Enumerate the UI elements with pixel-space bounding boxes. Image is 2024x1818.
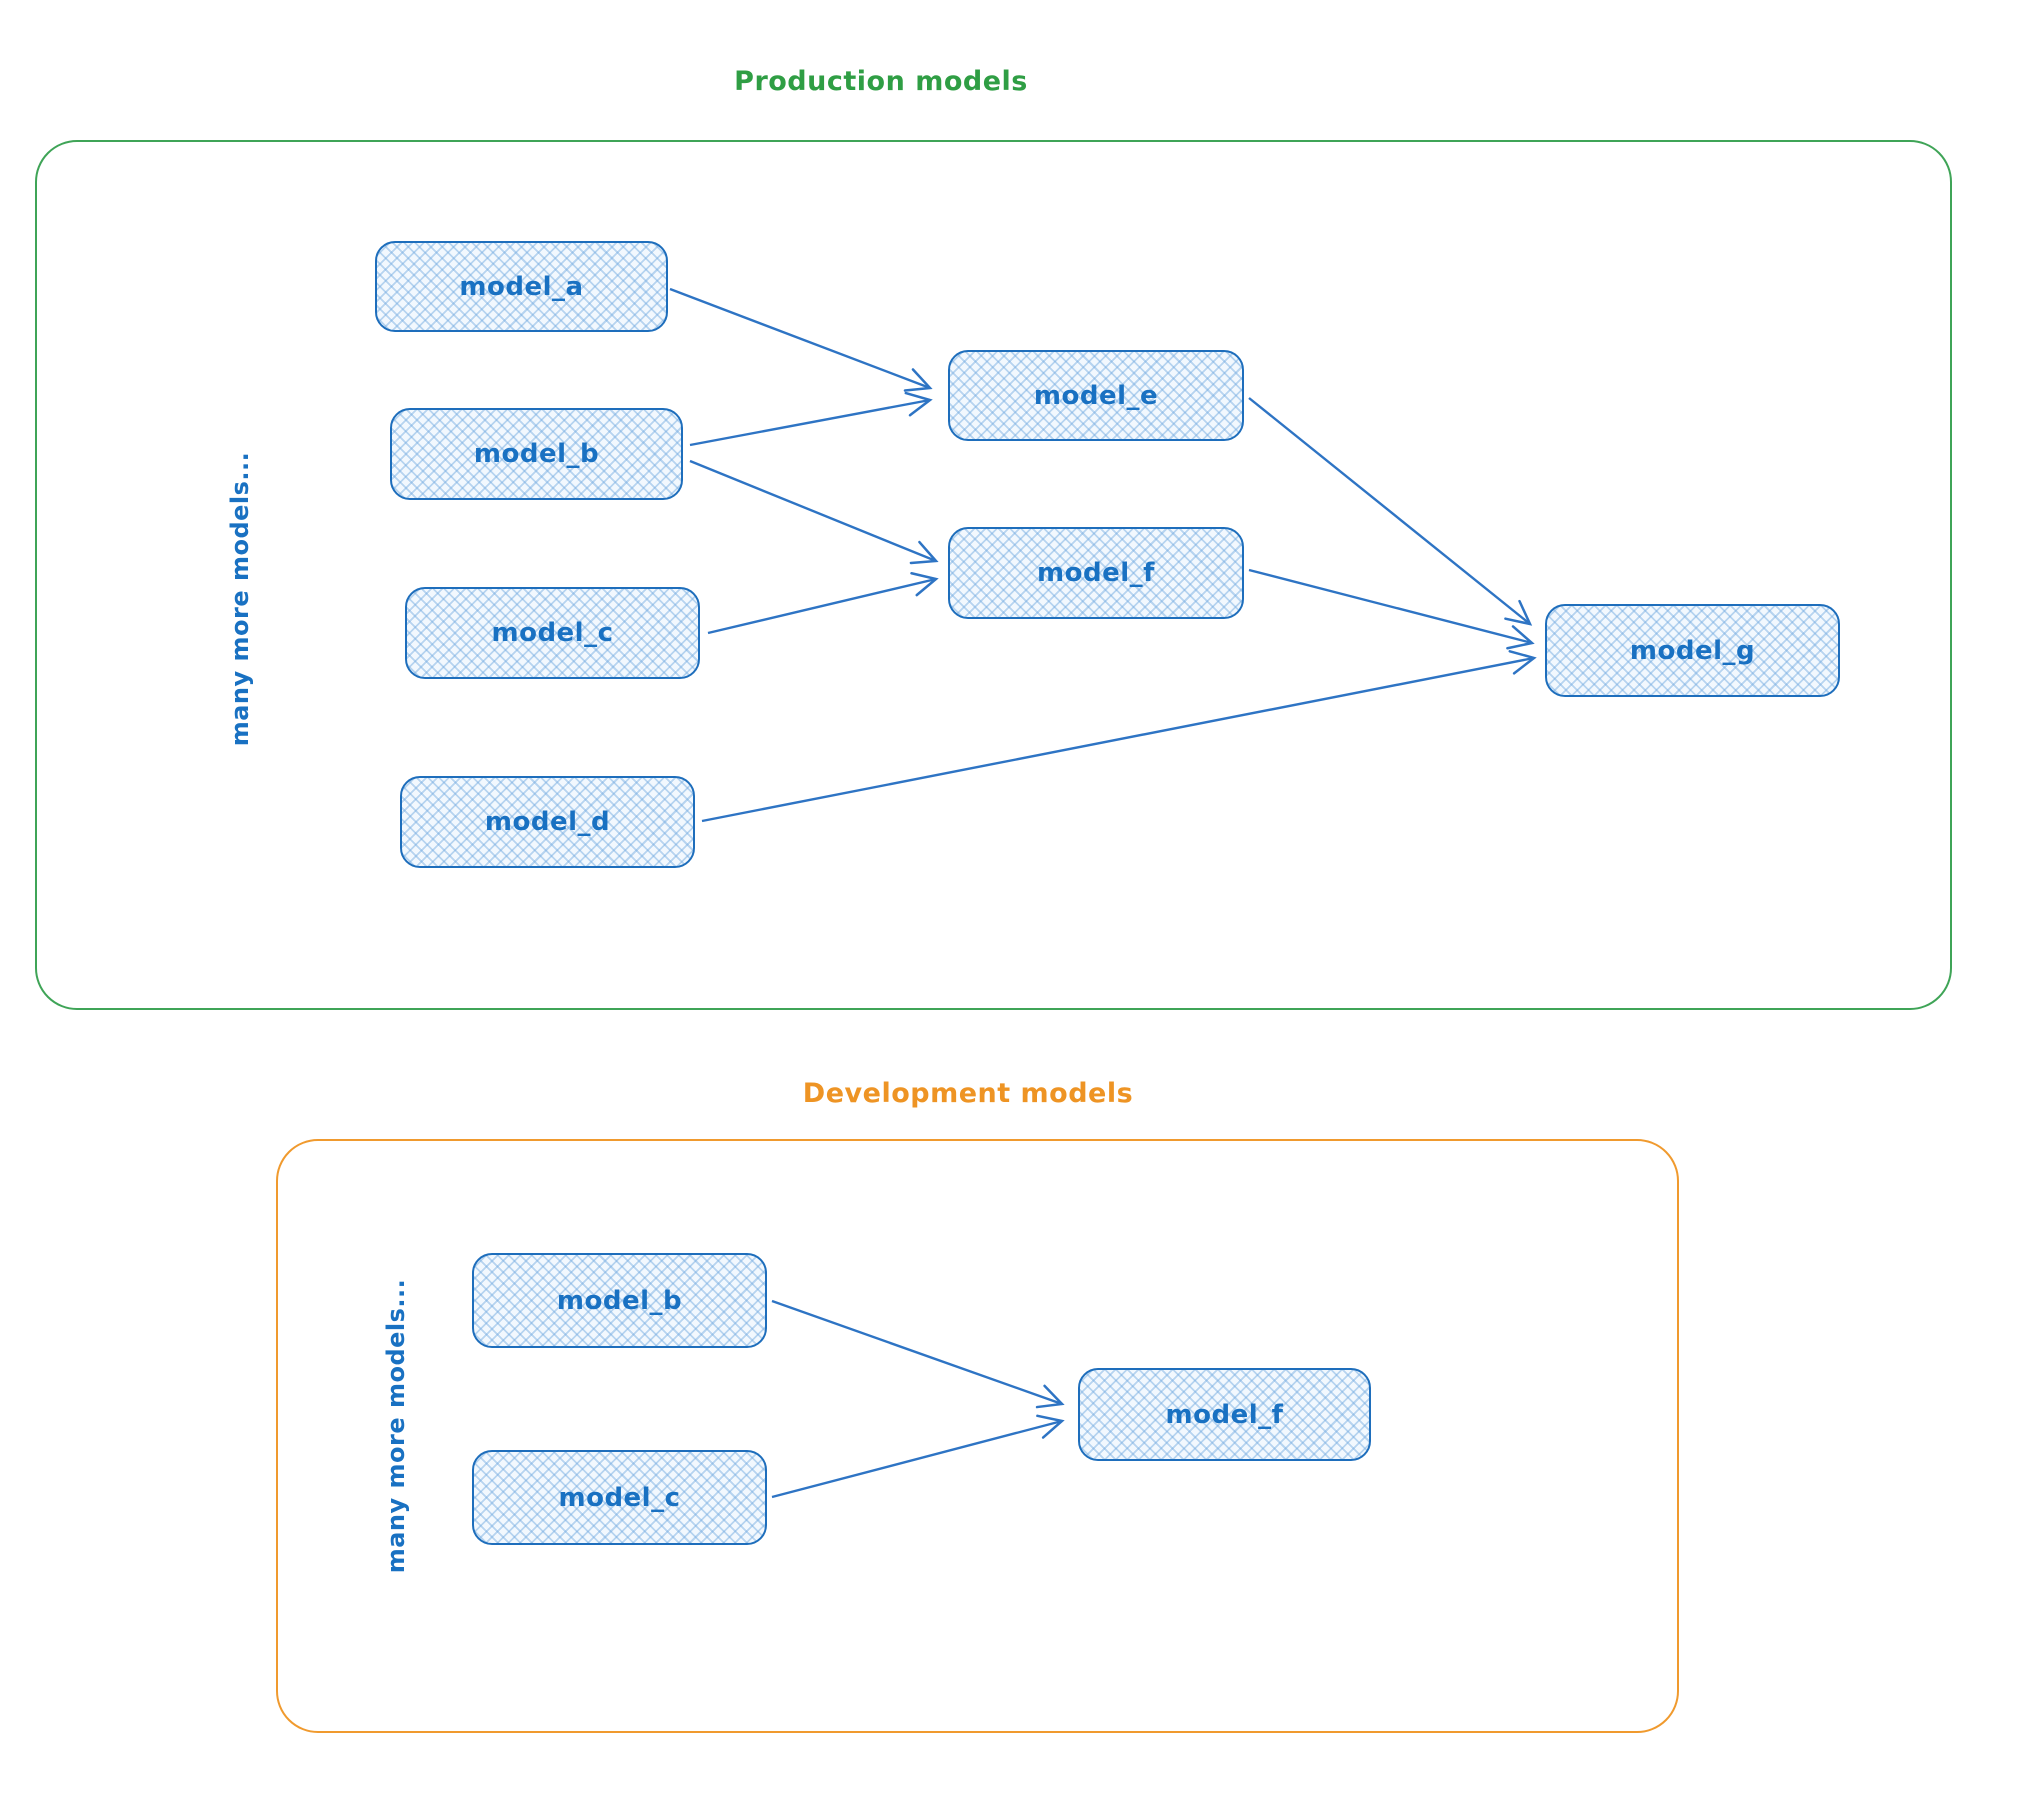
node-production-model-e: model_e <box>948 350 1244 441</box>
development-section-title: Development models <box>802 1078 1134 1109</box>
production-section-title: Production models <box>734 66 1028 97</box>
development-group-frame <box>276 1139 1679 1733</box>
node-label-model-a: model_a <box>459 271 584 302</box>
node-production-model-g: model_g <box>1545 604 1840 697</box>
node-development-model-f: model_f <box>1078 1368 1371 1461</box>
node-production-model-a: model_a <box>375 241 668 332</box>
node-label-model-c: model_c <box>491 618 614 648</box>
node-label-model-f: model_f <box>1037 558 1155 588</box>
production-group-frame <box>35 140 1952 1010</box>
node-label-dev-model-b: model_b <box>556 1285 683 1316</box>
development-side-label: many more models... <box>382 1278 410 1574</box>
node-development-model-b: model_b <box>472 1253 767 1348</box>
node-label-dev-model-f: model_f <box>1165 1399 1284 1430</box>
node-production-model-c: model_c <box>405 587 700 679</box>
node-label-model-d: model_d <box>484 807 611 837</box>
node-label-model-e: model_e <box>1033 380 1159 411</box>
node-label-model-b: model_b <box>473 439 600 469</box>
node-production-model-f: model_f <box>948 527 1244 619</box>
node-production-model-d: model_d <box>400 776 695 868</box>
node-production-model-b: model_b <box>390 408 683 500</box>
node-label-dev-model-c: model_c <box>558 1482 681 1513</box>
node-development-model-c: model_c <box>472 1450 767 1545</box>
production-side-label: many more models... <box>226 451 254 747</box>
node-label-model-g: model_g <box>1629 635 1756 666</box>
